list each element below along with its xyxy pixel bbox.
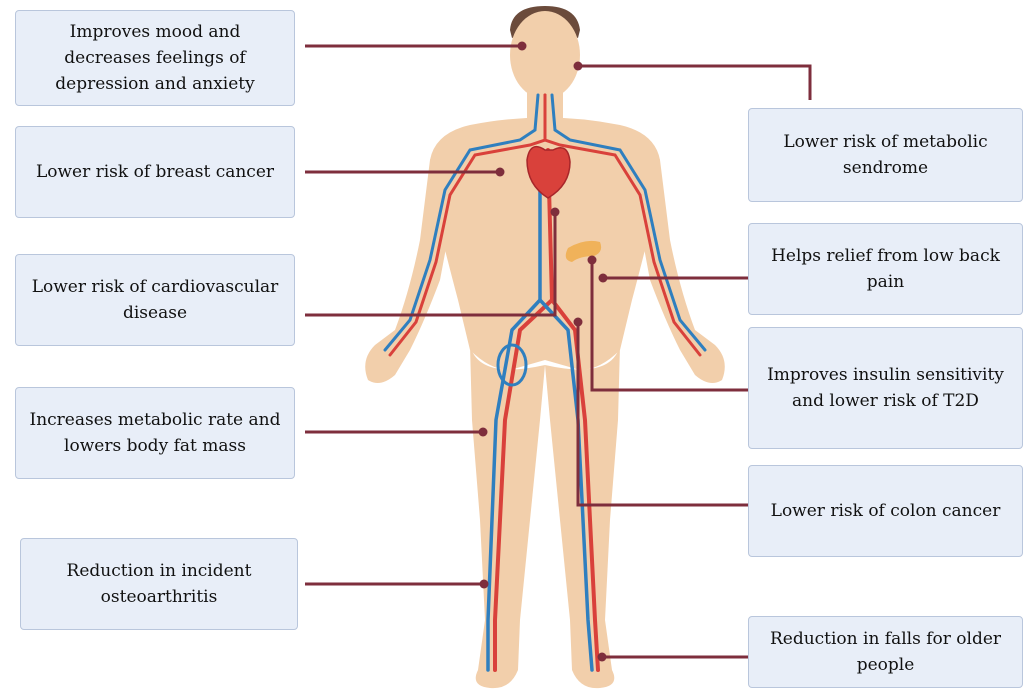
label-box-back-pain: Helps relief from low back pain	[748, 223, 1023, 315]
label-box-osteo: Reduction in incident osteoarthritis	[20, 538, 298, 630]
head	[510, 11, 580, 99]
label-mood: Improves mood and decreases feelings of …	[55, 19, 254, 97]
connector-dot	[551, 208, 560, 217]
connector-metabolic-syndrome	[578, 66, 810, 100]
label-breast: Lower risk of breast cancer	[36, 159, 274, 185]
connector-dot	[479, 428, 488, 437]
connector-dot	[480, 580, 489, 589]
label-osteo: Reduction in incident osteoarthritis	[67, 558, 252, 610]
label-insulin: Improves insulin sensitivity and lower r…	[767, 362, 1004, 414]
connector-dot	[598, 653, 607, 662]
connector-dot	[574, 318, 583, 327]
connector-dot	[518, 42, 527, 51]
label-metabolic-rate: Increases metabolic rate and lowers body…	[29, 407, 280, 459]
connector-dot	[599, 274, 608, 283]
label-box-colon: Lower risk of colon cancer	[748, 465, 1023, 557]
label-box-falls: Reduction in falls for older people	[748, 616, 1023, 688]
connector-dot	[574, 62, 583, 71]
label-box-metabolic-syndrome: Lower risk of metabolic sendrome	[748, 108, 1023, 202]
label-back-pain: Helps relief from low back pain	[771, 243, 1000, 295]
label-colon: Lower risk of colon cancer	[771, 498, 1001, 524]
label-box-mood: Improves mood and decreases feelings of …	[15, 10, 295, 106]
label-metabolic-syndrome: Lower risk of metabolic sendrome	[783, 129, 987, 181]
label-box-cardio: Lower risk of cardiovascular disease	[15, 254, 295, 346]
label-box-insulin: Improves insulin sensitivity and lower r…	[748, 327, 1023, 449]
label-cardio: Lower risk of cardiovascular disease	[32, 274, 279, 326]
label-box-metabolic-rate: Increases metabolic rate and lowers body…	[15, 387, 295, 479]
connector-dot	[588, 256, 597, 265]
label-box-breast: Lower risk of breast cancer	[15, 126, 295, 218]
connector-dot	[496, 168, 505, 177]
label-falls: Reduction in falls for older people	[770, 626, 1001, 678]
